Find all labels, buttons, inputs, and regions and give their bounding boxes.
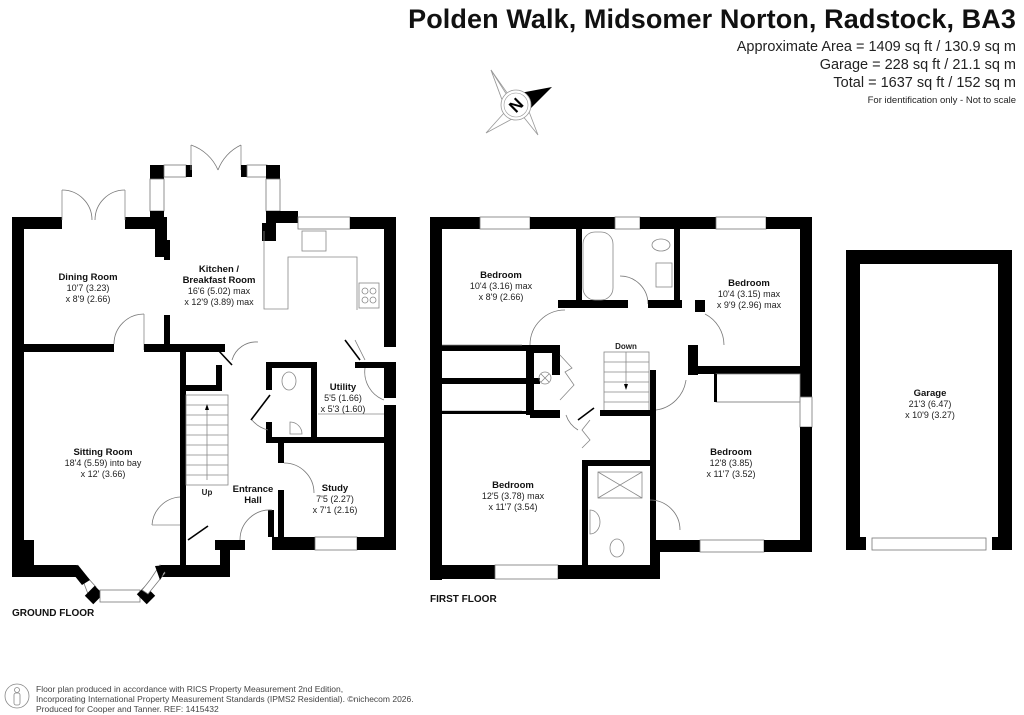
garage-plan: [846, 250, 1012, 551]
garage-area: Garage = 228 sq ft / 21.1 sq m: [819, 57, 1016, 73]
page-title: Polden Walk, Midsomer Norton, Radstock, …: [408, 4, 1016, 34]
footer-disclaimer: Floor plan produced in accordance with R…: [36, 684, 414, 714]
first-floor-label: FIRST FLOOR: [430, 594, 497, 605]
approximate-area: Approximate Area = 1409 sq ft / 130.9 sq…: [736, 39, 1016, 55]
room-label-bedroom-2: Bedroom 10'4 (3.15) max x 9'9 (2.96) max: [716, 278, 782, 310]
area-summary: Approximate Area = 1409 sq ft / 130.9 sq…: [737, 38, 1016, 108]
room-label-dining: Dining Room 10'7 (3.23) x 8'9 (2.66): [58, 272, 118, 304]
total-area: Total = 1637 sq ft / 152 sq m: [833, 75, 1016, 91]
room-label-bedroom-4: Bedroom 12'8 (3.85) x 11'7 (3.52): [706, 447, 756, 479]
room-label-bedroom-1: Bedroom 10'4 (3.16) max x 8'9 (2.66): [469, 270, 533, 302]
room-label-entrance-hall: Entrance Hall: [232, 484, 274, 506]
room-label-bedroom-3: Bedroom 12'5 (3.78) max x 11'7 (3.54): [481, 480, 545, 512]
compass-north-icon: N: [485, 69, 552, 136]
room-label-utility: Utility 5'5 (1.66) x 5'3 (1.60): [320, 382, 366, 414]
stairs-down-label: Down: [615, 342, 637, 351]
room-label-kitchen: Kitchen / Breakfast Room 16'6 (5.02) max…: [182, 264, 256, 307]
ground-floor-plan: [12, 144, 396, 605]
first-floor-plan: [430, 216, 813, 580]
stairs-up-label: Up: [201, 488, 213, 497]
room-label-study: Study 7'5 (2.27) x 7'1 (2.16): [312, 483, 358, 515]
room-label-sitting: Sitting Room 18'4 (5.59) into bay x 12' …: [64, 447, 142, 479]
person-icon: [4, 683, 30, 709]
room-label-garage: Garage 21'3 (6.47) x 10'9 (3.27): [905, 388, 955, 420]
ground-floor-label: GROUND FLOOR: [12, 608, 95, 619]
scale-note: For identification only - Not to scale: [867, 95, 1016, 106]
